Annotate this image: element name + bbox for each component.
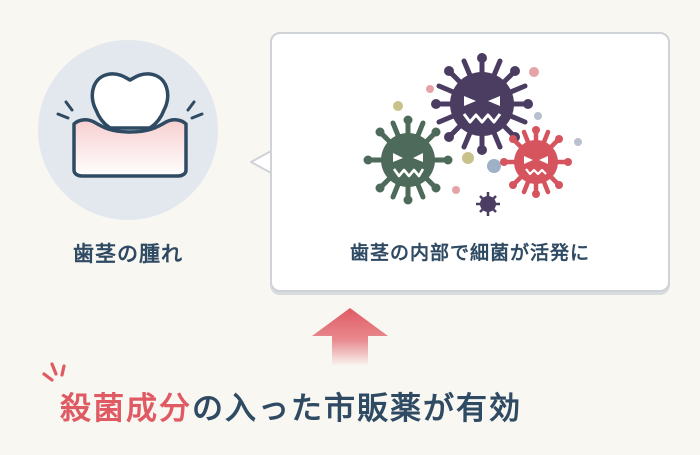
headline-rest: の入った市販薬が有効	[192, 391, 522, 427]
up-arrow-icon	[312, 308, 388, 366]
bacteria-icon	[363, 53, 582, 216]
headline: 殺菌成分の入った市販薬が有効	[60, 383, 522, 428]
spark-lines-icon	[42, 362, 66, 382]
gum-illustration-circle	[38, 40, 218, 220]
headline-accent: 殺菌成分	[60, 391, 192, 427]
bubble-caption: 歯茎の内部で細菌が活発に	[349, 242, 590, 264]
left-caption: 歯茎の腫れ	[73, 242, 183, 266]
speech-bubble: 歯茎の内部で細菌が活発に	[270, 32, 670, 292]
tooth-gum-icon	[56, 72, 204, 178]
bubble-tail	[250, 149, 274, 175]
